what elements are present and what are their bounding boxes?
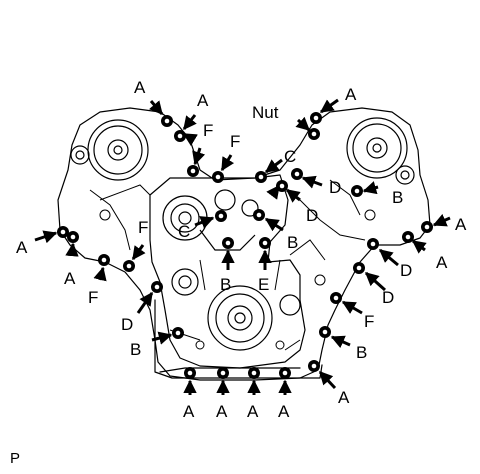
label-a: A — [278, 402, 290, 421]
right-cam-sprocket — [346, 117, 415, 185]
label-f: F — [203, 121, 213, 140]
label-a: A — [345, 85, 357, 104]
label-a: A — [455, 215, 467, 234]
bolt — [57, 226, 69, 238]
left-cam-sprocket — [70, 119, 149, 181]
label-f: F — [88, 288, 98, 307]
bolt — [310, 112, 322, 124]
label-d: D — [382, 288, 394, 307]
bolt — [291, 168, 303, 180]
figure-code: P — [10, 450, 21, 467]
bolt — [184, 367, 196, 379]
bolt — [123, 260, 135, 272]
label-nut: Nut — [252, 103, 279, 122]
label-f: F — [364, 312, 374, 331]
label-a: A — [197, 91, 209, 110]
bolt — [222, 237, 234, 249]
bolt — [421, 221, 433, 233]
bolt — [353, 262, 365, 274]
bolt — [161, 115, 173, 127]
label-c: C — [284, 147, 296, 166]
label-d: D — [400, 261, 412, 280]
bolt — [98, 254, 110, 266]
label-b: B — [356, 343, 367, 362]
bolt — [67, 231, 79, 243]
label-a: A — [436, 253, 448, 272]
label-e: E — [258, 275, 269, 294]
bolt — [308, 128, 320, 140]
label-c: C — [178, 222, 190, 241]
label-b: B — [392, 188, 403, 207]
bolts — [57, 112, 433, 379]
label-a: A — [16, 238, 28, 257]
bolt — [351, 185, 363, 197]
label-a: A — [338, 388, 350, 407]
bolt — [308, 360, 320, 372]
bolt — [255, 171, 267, 183]
label-a: A — [64, 269, 76, 288]
bolt — [279, 367, 291, 379]
label-a: A — [183, 402, 195, 421]
bolt — [367, 238, 379, 250]
bolt — [402, 231, 414, 243]
label-d: D — [121, 315, 133, 334]
bolt — [151, 281, 163, 293]
label-b: B — [220, 275, 231, 294]
callout-labels: A A F F Nut A C D B D A A A A C B F B E … — [16, 78, 467, 421]
bolt — [172, 327, 184, 339]
bolt — [215, 210, 227, 222]
bolt — [248, 367, 260, 379]
bolt — [174, 130, 186, 142]
bolt — [217, 367, 229, 379]
label-d: D — [329, 178, 341, 197]
label-a: A — [216, 402, 228, 421]
label-f: F — [138, 218, 148, 237]
label-d: D — [306, 206, 318, 225]
crankshaft-pulley — [171, 268, 301, 351]
label-a: A — [134, 78, 146, 97]
bolt — [212, 171, 224, 183]
bolt — [319, 326, 331, 338]
bolt — [253, 209, 265, 221]
label-b: B — [130, 340, 141, 359]
bolt — [187, 165, 199, 177]
pointer-arrows — [34, 98, 451, 395]
engine-detail-lines — [89, 179, 376, 351]
bolt — [330, 292, 342, 304]
label-a: A — [247, 402, 259, 421]
bolt — [259, 237, 271, 249]
label-f: F — [230, 132, 240, 151]
label-b: B — [287, 233, 298, 252]
